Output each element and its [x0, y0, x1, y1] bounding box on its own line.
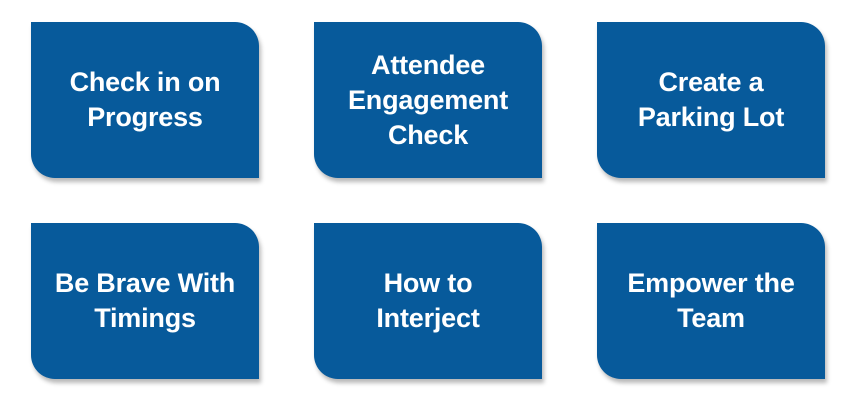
card-how-to-interject: How to Interject	[314, 223, 542, 379]
card-label: Attendee Engagement Check	[347, 49, 509, 150]
card-create-a-parking-lot: Create a Parking Lot	[597, 22, 825, 178]
card-label: Check in on Progress	[69, 67, 221, 132]
card-label: Be Brave With Timings	[54, 268, 236, 333]
card-be-brave-with-timings: Be Brave With Timings	[31, 223, 259, 379]
card-label: Empower the Team	[627, 268, 795, 333]
card-check-in-on-progress: Check in on Progress	[31, 22, 259, 178]
card-empower-the-team: Empower the Team	[597, 223, 825, 379]
card-label: Create a Parking Lot	[637, 67, 785, 132]
card-attendee-engagement-check: Attendee Engagement Check	[314, 22, 542, 178]
card-label: How to Interject	[376, 268, 480, 333]
